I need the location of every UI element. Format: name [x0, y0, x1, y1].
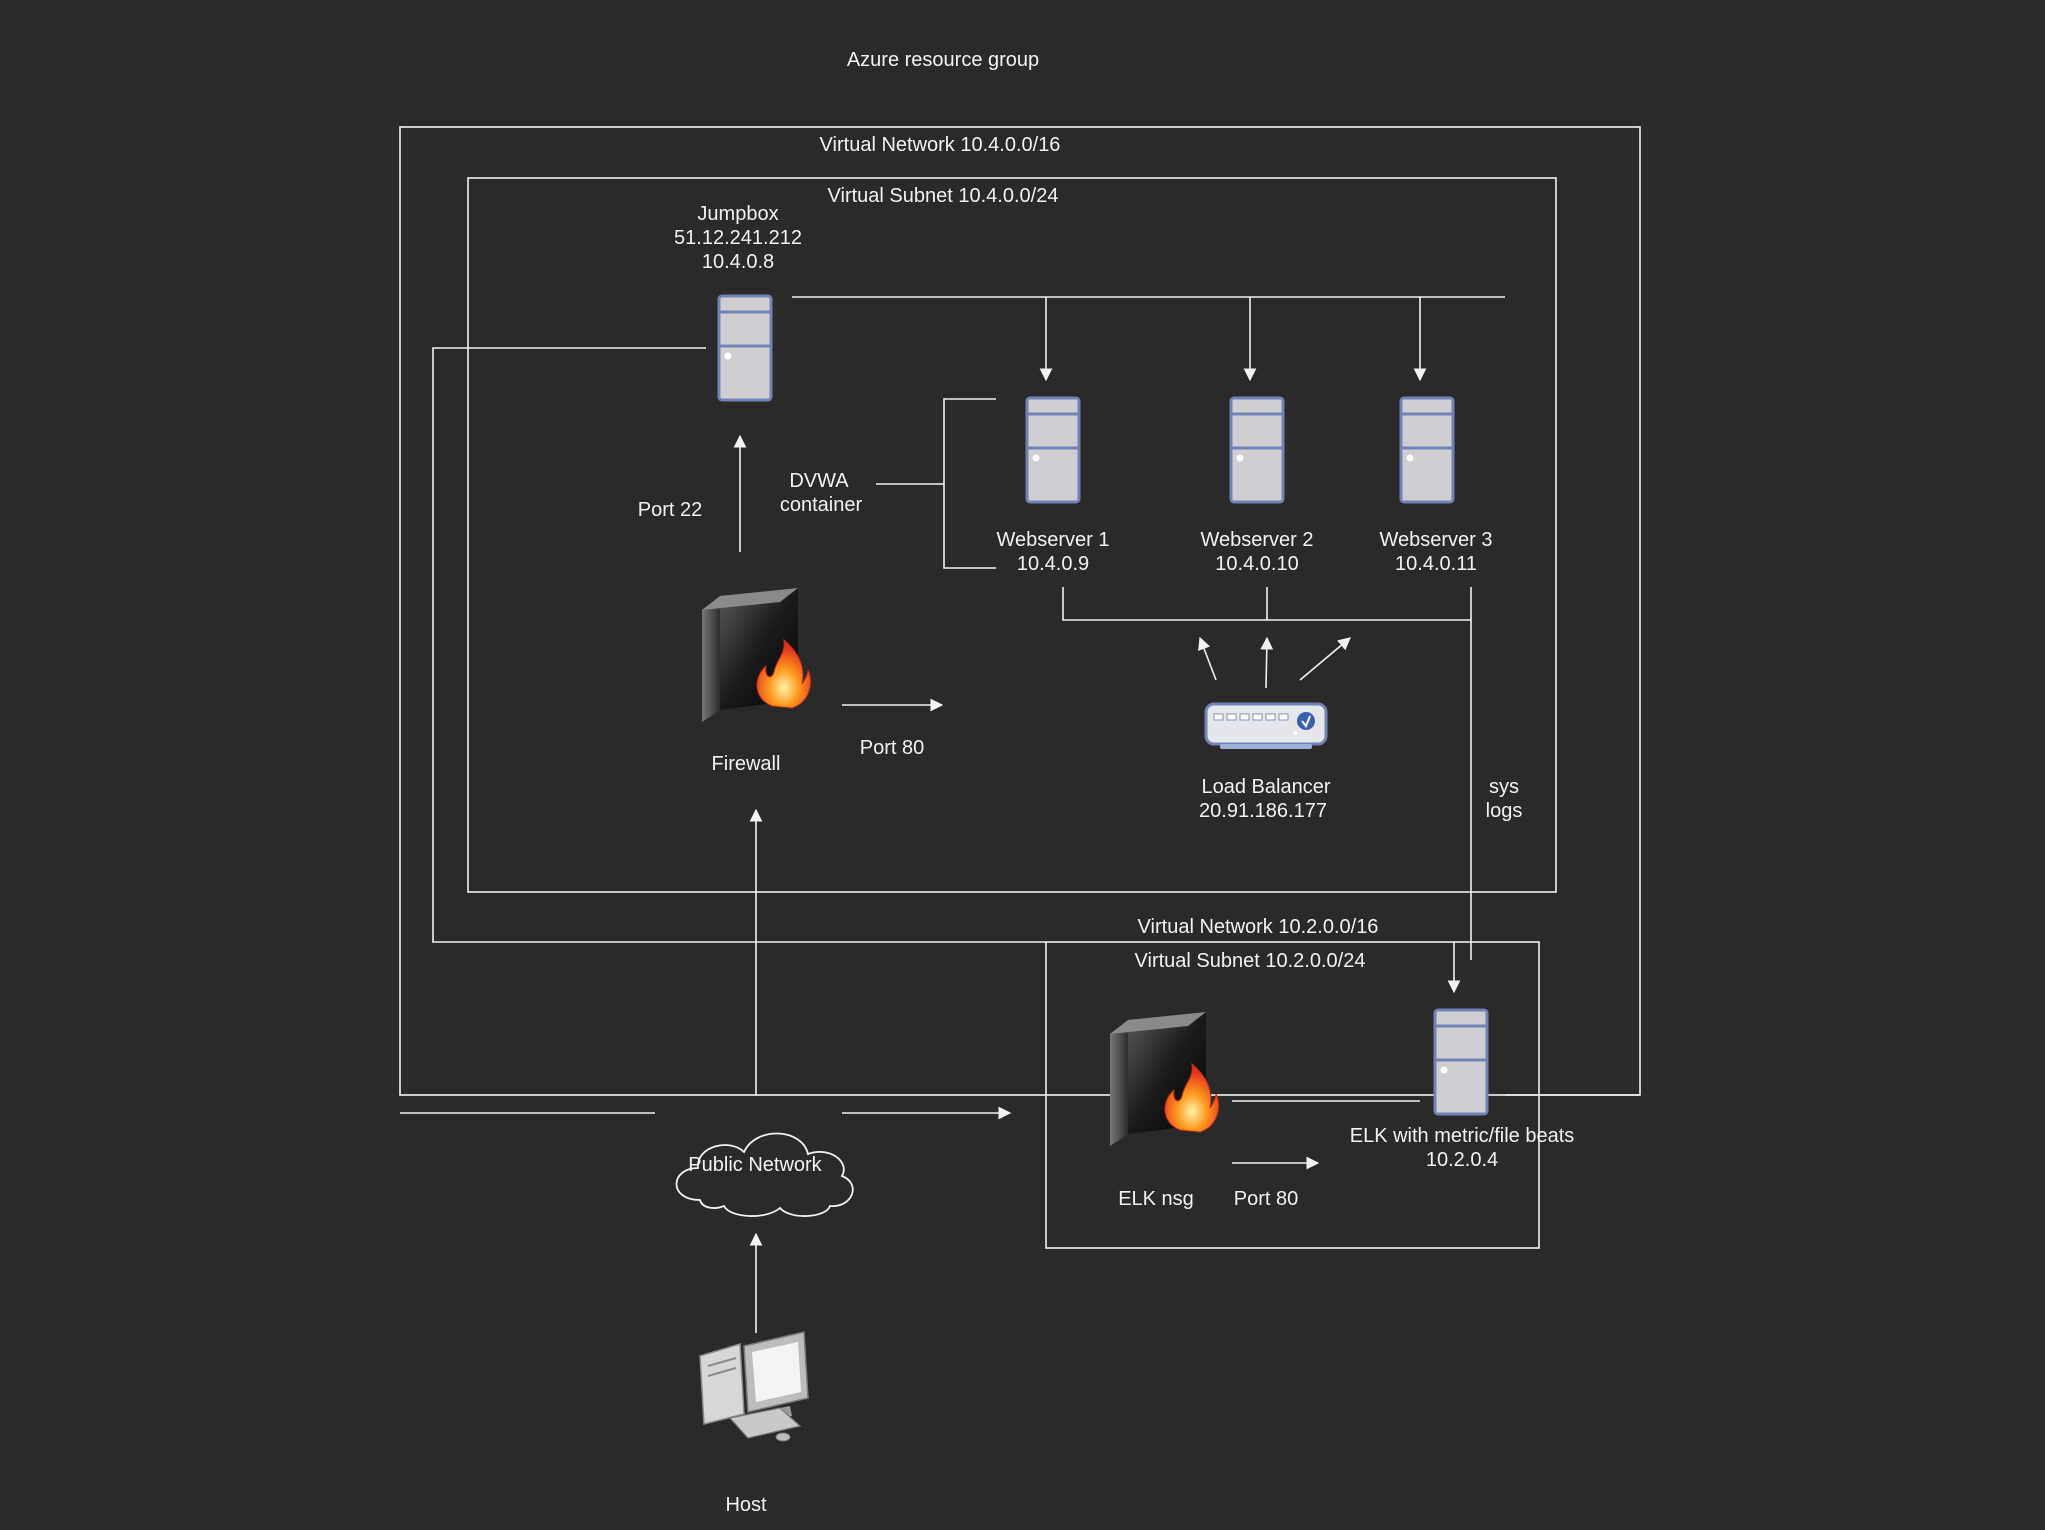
lb-arrow-left	[1198, 636, 1217, 681]
lb-arrow-up	[1260, 636, 1274, 689]
vnet2-label: Virtual Network 10.2.0.0/16	[1137, 916, 1379, 938]
jumpbox-public-ip: 51.12.241.212	[674, 227, 802, 249]
load-balancer-name: Load Balancer	[1201, 776, 1331, 798]
subnet1-box	[467, 177, 1557, 893]
webserver1-ip: 10.4.0.9	[1016, 553, 1090, 575]
syslogs-label-line1: sys	[1489, 776, 1519, 798]
load-balancer-icon	[1204, 702, 1328, 749]
syslogs-label-line2: logs	[1485, 800, 1523, 822]
vnet1-label: Virtual Network 10.4.0.0/16	[819, 134, 1061, 156]
webserver2-ip: 10.4.0.10	[1215, 553, 1299, 575]
host-computer-icon	[699, 1331, 809, 1442]
host-label: Host	[725, 1494, 767, 1516]
dvwa-label-line2: container	[779, 494, 863, 516]
port80-elk-label: Port 80	[1233, 1188, 1299, 1210]
diagram-title: Azure resource group	[846, 49, 1040, 71]
vnet1-box	[399, 126, 1641, 1096]
elk-server-icon	[1433, 1008, 1489, 1116]
firewall-label: Firewall	[711, 753, 781, 775]
lb-arrow-right	[1299, 637, 1351, 681]
subnet2-label: Virtual Subnet 10.2.0.0/24	[1134, 950, 1366, 972]
elk-nsg-label: ELK nsg	[1118, 1188, 1194, 1210]
load-balancer-ip: 20.91.186.177	[1199, 800, 1327, 822]
webserver3-name: Webserver 3	[1379, 529, 1493, 551]
elk-name: ELK with metric/file beats	[1349, 1125, 1575, 1147]
jumpbox-server-icon	[717, 294, 773, 402]
dvwa-bracket	[943, 398, 996, 569]
elk-nsg-firewall-icon	[1109, 1011, 1220, 1147]
port80-lb-label: Port 80	[859, 737, 925, 759]
webserver2-name: Webserver 2	[1200, 529, 1314, 551]
port22-label: Port 22	[637, 499, 703, 521]
webserver1-server-icon	[1025, 396, 1081, 504]
webserver1-name: Webserver 1	[996, 529, 1110, 551]
subnet1-label: Virtual Subnet 10.4.0.0/24	[827, 185, 1059, 207]
public-network-cloud-icon	[675, 1132, 854, 1217]
vnet2-outline	[432, 347, 1046, 943]
jumpbox-name: Jumpbox	[697, 203, 779, 225]
webserver3-ip: 10.4.0.11	[1395, 553, 1477, 575]
webserver3-server-icon	[1399, 396, 1455, 504]
webserver2-server-icon	[1229, 396, 1285, 504]
dvwa-label-line1: DVWA	[789, 470, 849, 492]
jumpbox-private-ip: 10.4.0.8	[701, 251, 775, 273]
public-network-label: Public Network	[688, 1154, 822, 1176]
firewall-icon	[701, 587, 812, 723]
elk-ip: 10.2.0.4	[1425, 1149, 1499, 1171]
